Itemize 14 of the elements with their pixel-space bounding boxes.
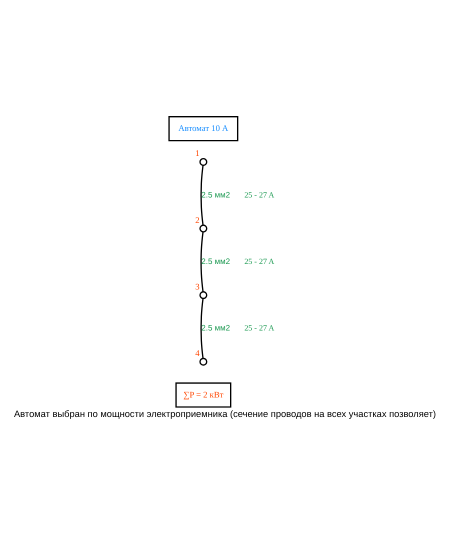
node-label: 4 [195,348,200,358]
node-label: 1 [195,148,200,158]
connector [200,164,204,225]
node-box: Автомат 10 А [168,116,238,141]
connector [200,298,204,358]
node-circle [199,290,208,299]
node-circle [199,224,208,232]
caption: Автомат выбран по мощности электроприемника (сечение проводов на всех участках позволяет) [14,408,436,419]
node-box: ∑P = 2 кВт [175,382,232,408]
node-circle [199,357,208,366]
connector [200,231,204,292]
node-label: 2 [195,214,200,224]
node-circle [199,157,208,166]
node-label: 3 [195,280,200,291]
